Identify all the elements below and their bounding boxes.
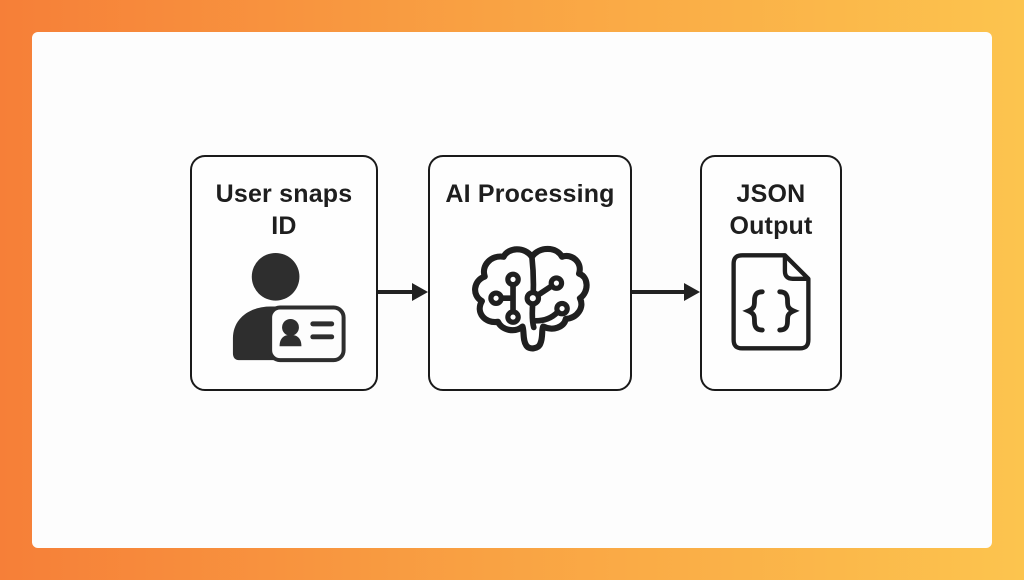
step-title: JSON Output bbox=[729, 178, 812, 242]
step-title-line: AI Processing bbox=[445, 180, 615, 208]
arrow-right-icon bbox=[378, 283, 428, 301]
arrow-shaft bbox=[632, 290, 685, 294]
arrow-head bbox=[684, 283, 700, 301]
step-title-line: JSON bbox=[736, 180, 806, 208]
step-title: AI Processing bbox=[445, 178, 614, 210]
arrow-shaft bbox=[378, 290, 413, 294]
step-box-json-output: JSON Output bbox=[700, 155, 842, 391]
step-title-line: ID bbox=[271, 212, 297, 240]
step-box-user-snaps-id: User snaps ID bbox=[190, 155, 378, 391]
arrow-right-icon bbox=[632, 283, 700, 301]
user-id-card-icon bbox=[223, 243, 357, 387]
arrow-head bbox=[412, 283, 428, 301]
step-title-line: User snaps bbox=[215, 180, 353, 208]
step-title: User snaps ID bbox=[216, 178, 353, 242]
json-file-icon bbox=[723, 244, 819, 362]
content-surface: User snaps ID AI Processing bbox=[32, 32, 992, 548]
step-title-line: Output bbox=[729, 212, 813, 240]
brain-circuit-icon bbox=[461, 236, 599, 373]
step-box-ai-processing: AI Processing bbox=[428, 155, 632, 391]
